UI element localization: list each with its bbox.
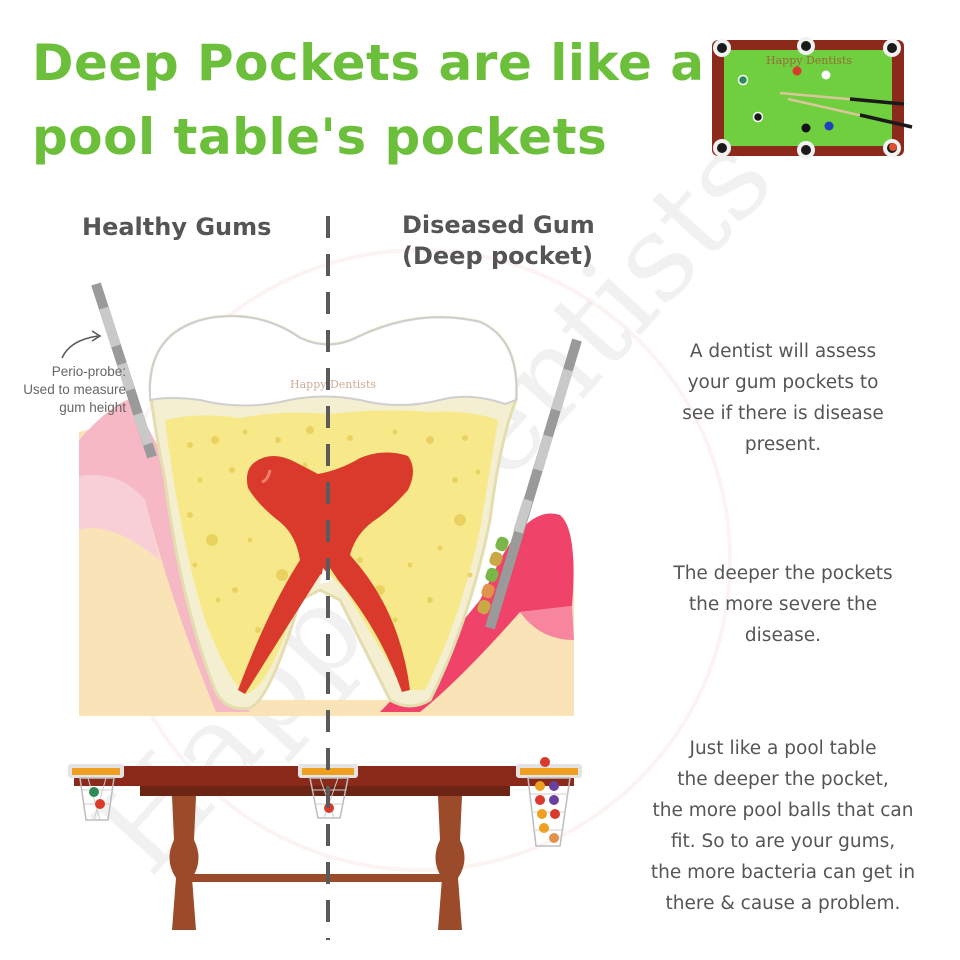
assess-line-4: present. — [744, 434, 822, 455]
severity-line-3: disease. — [744, 625, 822, 646]
perio-probe-diseased-icon — [485, 338, 582, 630]
bacteria-plaque — [477, 536, 509, 615]
pulp-highlight — [261, 469, 272, 484]
analogy-line-2: the deeper the pocket, — [677, 769, 889, 790]
diseased-gum-heading-line-1: Diseased Gum — [402, 211, 595, 239]
analogy-line-5: the more bacteria can get in — [650, 862, 916, 883]
paragraph-pool-analogy: Just like a pool table the deeper the po… — [626, 733, 940, 919]
cue-stick-2-handle — [859, 113, 913, 129]
tooth-pulp — [238, 452, 413, 694]
severity-line-1: The deeper the pockets — [673, 563, 893, 584]
pool-ball-striped — [752, 111, 764, 123]
page-title: Deep Pockets are like a pool table's poc… — [32, 26, 705, 174]
healthy-gum-shade — [79, 475, 160, 560]
pool-ball-cue — [821, 70, 831, 80]
title-line-2: pool table's pockets — [32, 108, 608, 166]
diseased-gum-shade — [520, 606, 574, 640]
analogy-line-4: fit. So to are your gums, — [670, 831, 896, 852]
probe-note-line-2: Used to measure — [23, 382, 126, 397]
analogy-line-6: there & cause a problem. — [665, 893, 901, 914]
analogy-line-3: the more pool balls that can — [652, 800, 914, 821]
title-line-1: Deep Pockets are like a — [32, 34, 705, 92]
tooth-watermark-label: Happy Dentists — [290, 378, 376, 391]
dentin-texture-dots — [187, 426, 481, 633]
perio-probe-icon — [91, 282, 157, 459]
cue-stick-handle — [849, 97, 905, 106]
assess-line-3: see if there is disease — [682, 403, 884, 424]
pool-ball-red — [792, 66, 802, 76]
tooth-crown-enamel — [149, 315, 518, 407]
pool-ball-eight — [801, 123, 811, 133]
paragraph-assess: A dentist will assess your gum pockets t… — [646, 336, 920, 460]
pool-ball-blue — [824, 121, 834, 131]
healthy-gums-heading: Healthy Gums — [82, 213, 272, 241]
diseased-gum-heading-line-2: (Deep pocket) — [402, 242, 593, 270]
pool-ball-green — [737, 74, 749, 86]
perio-probe-note: Perio-probe: Used to measure gum height — [2, 363, 126, 417]
pool-table-icon: Happy Dentists — [712, 37, 913, 159]
table-legs — [169, 796, 465, 930]
assess-line-1: A dentist will assess — [689, 341, 877, 362]
probe-note-line-1: Perio-probe: — [51, 364, 126, 379]
curved-arrow-head — [91, 330, 102, 342]
analogy-line-1: Just like a pool table — [689, 738, 877, 759]
pool-ball-pocketed — [889, 143, 897, 151]
diseased-gum-heading: Diseased Gum (Deep pocket) — [402, 210, 595, 272]
curved-arrow-icon — [61, 335, 99, 359]
pocket-deep-right — [516, 757, 582, 847]
severity-line-2: the more severe the — [688, 594, 878, 615]
pool-table-watermark-label: Happy Dentists — [766, 54, 852, 67]
assess-line-2: your gum pockets to — [687, 372, 879, 393]
table-stretcher — [190, 874, 442, 882]
paragraph-severity: The deeper the pockets the more severe t… — [636, 558, 930, 651]
pocket-shallow-left — [68, 764, 124, 821]
probe-note-line-3: gum height — [59, 400, 126, 415]
